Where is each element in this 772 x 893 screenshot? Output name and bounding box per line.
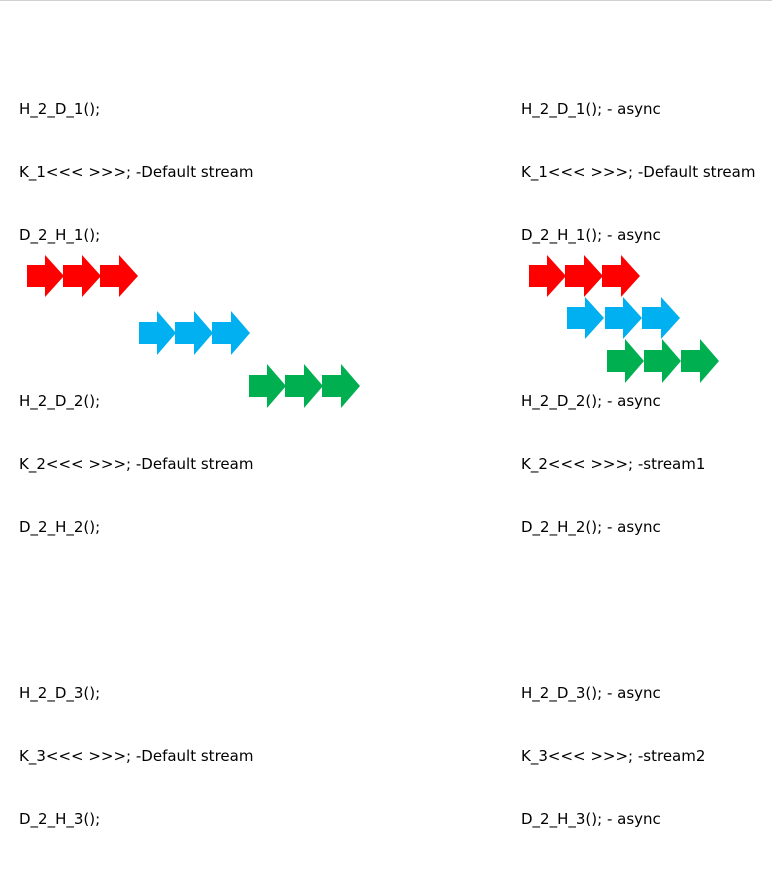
stream-2-arrows	[139, 311, 250, 355]
async-timeline	[529, 255, 719, 383]
code-line: D_2_H_1();	[19, 226, 101, 244]
blue-arrow-icon	[567, 297, 604, 339]
code-line: H_2_D_2();	[19, 392, 101, 410]
code-line: H_2_D_2(); - async	[521, 392, 661, 410]
code-line: H_2_D_3();	[19, 684, 101, 702]
green-arrow-icon	[644, 339, 681, 383]
top-border	[0, 0, 772, 1]
code-line: H_2_D_3(); - async	[521, 684, 661, 702]
code-line: K_2<<< >>>; -Default stream	[19, 455, 254, 473]
code-block-3: H_2_D_3(); K_3<<< >>>; -Default stream D…	[19, 641, 253, 872]
code-line: D_2_H_1(); - async	[521, 226, 661, 244]
code-line: D_2_H_3(); - async	[521, 810, 661, 828]
blue-arrow-icon	[175, 311, 213, 355]
blue-arrow-icon	[642, 297, 680, 339]
code-block-1: H_2_D_1(); K_1<<< >>>; -Default stream D…	[19, 57, 253, 288]
code-block-1: H_2_D_1(); - async K_1<<< >>>; -Default …	[521, 57, 755, 288]
code-line: D_2_H_2(); - async	[521, 518, 661, 536]
sequential-timeline	[27, 255, 360, 408]
stream-1-arrows	[27, 255, 138, 297]
green-arrow-icon	[681, 339, 719, 383]
blue-arrow-icon	[212, 311, 250, 355]
red-arrow-icon	[602, 255, 640, 297]
code-block-3: H_2_D_3(); - async K_3<<< >>>; -stream2 …	[521, 641, 755, 872]
red-arrow-icon	[63, 255, 101, 297]
red-arrow-icon	[529, 255, 566, 297]
code-line: K_1<<< >>>; -Default stream	[19, 163, 254, 181]
blue-arrow-icon	[139, 311, 176, 355]
green-arrow-icon	[322, 364, 360, 408]
green-arrow-icon	[285, 364, 323, 408]
code-line: K_3<<< >>>; -stream2	[521, 747, 706, 765]
code-line: H_2_D_1();	[19, 100, 101, 118]
blue-arrow-icon	[605, 297, 642, 339]
red-arrow-icon	[27, 255, 64, 297]
stream-2-arrows	[567, 297, 680, 339]
red-arrow-icon	[100, 255, 138, 297]
green-arrow-icon	[249, 364, 286, 408]
stream-timeline-arrows	[27, 255, 719, 408]
code-line: D_2_H_2();	[19, 518, 101, 536]
stream-1-arrows	[529, 255, 640, 297]
green-arrow-icon	[607, 339, 644, 383]
code-line: D_2_H_3();	[19, 810, 101, 828]
stream-3-arrows	[607, 339, 719, 383]
red-arrow-icon	[565, 255, 603, 297]
code-line: K_2<<< >>>; -stream1	[521, 455, 706, 473]
stream-3-arrows	[249, 364, 360, 408]
code-line: H_2_D_1(); - async	[521, 100, 661, 118]
code-line: K_1<<< >>>; -Default stream	[521, 163, 756, 181]
code-line: K_3<<< >>>; -Default stream	[19, 747, 254, 765]
